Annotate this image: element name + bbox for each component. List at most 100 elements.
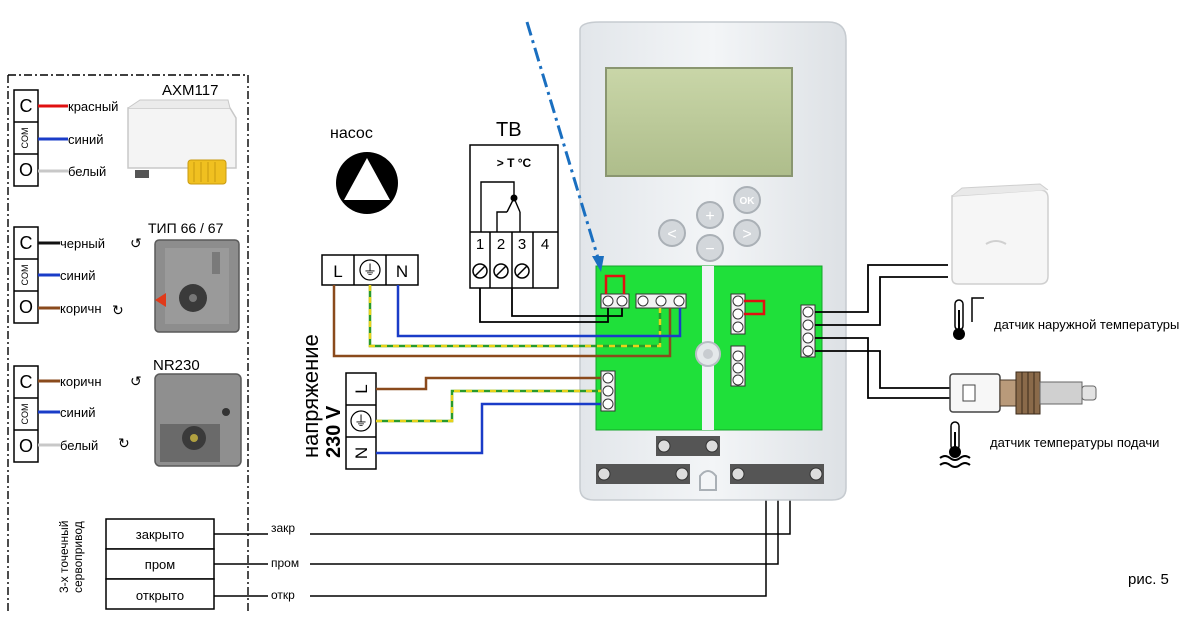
supply-sensor: датчик температуры подачи	[939, 371, 1159, 468]
pump-wires	[332, 285, 682, 358]
right-button-label: >	[742, 226, 751, 243]
board-bottom-plate	[656, 436, 720, 456]
servo-box-open	[105, 578, 215, 610]
nr230-wire-label-2: синий	[60, 405, 95, 420]
nr230-terminal-com: COM	[20, 404, 30, 425]
cable-clamp-right	[730, 464, 824, 484]
supply-wire-earth	[376, 389, 601, 423]
mount-slot	[699, 470, 717, 491]
axm117-wire-label-1: красный	[68, 99, 118, 114]
axm117-terminal-o: O	[19, 160, 33, 180]
tip-terminal-c: C	[20, 233, 33, 253]
pump-label: насос	[330, 125, 373, 142]
servo-line-label-closed: закр	[271, 521, 295, 535]
tb-threshold: > T °C	[497, 156, 532, 170]
plus-button-label: +	[705, 208, 714, 225]
tb-terminal-2: 2	[497, 236, 505, 253]
tip-wire-label-2: синий	[60, 268, 95, 283]
pump-strip-l: L	[333, 262, 342, 281]
outdoor-sensor-label: датчик наружной температуры	[994, 317, 1179, 332]
supply-sensor-label: датчик температуры подачи	[990, 435, 1159, 450]
nr230-terminal-o: O	[19, 436, 33, 456]
board-terminals	[600, 293, 816, 412]
tb-wire-3	[511, 288, 623, 317]
tb-terminal-1: 1	[476, 236, 484, 253]
tip-actuator-image	[154, 239, 240, 333]
pump-wire-earth	[368, 285, 662, 348]
ok-button-label: OK	[740, 196, 756, 207]
pump-wire-brown	[332, 285, 672, 358]
plus-button[interactable]	[696, 201, 724, 229]
supply-label-line1: напряжение	[298, 334, 323, 458]
axm117-wire-label-3: белый	[68, 164, 106, 179]
pump-strip-n: N	[396, 262, 408, 281]
actuator-frame	[7, 74, 249, 612]
sensor-wires	[815, 264, 950, 399]
axm117-actuator-image	[127, 99, 237, 185]
servo-box-label-closed: закрыто	[136, 527, 185, 542]
controller-lcd	[605, 67, 793, 177]
thermometer-outdoor-icon	[953, 297, 984, 340]
tb-wire-1	[479, 288, 609, 323]
tb-box	[469, 144, 559, 289]
thermometer-water-icon	[939, 421, 971, 468]
jumper-red-1	[604, 274, 626, 294]
right-button[interactable]	[733, 219, 761, 247]
cable-clamp-left	[596, 464, 690, 484]
nr230-rotate-cw-icon: ↻	[118, 435, 130, 451]
pump-power-strip: L ⏚ N	[321, 254, 419, 286]
left-button[interactable]	[658, 219, 686, 247]
servo-box-label-mid: пром	[145, 557, 175, 572]
servo-box-label-open: открыто	[136, 588, 184, 603]
servo-vertical-label-2: сервопривод	[71, 521, 85, 593]
nr230-title: NR230	[153, 357, 200, 374]
thermostat-tb: ТВ > T °C 1 2 3 4	[469, 119, 559, 289]
actuator-nr230: C COM O коричн синий белый ↺ ↻ NR230	[13, 357, 242, 467]
supply-230v: напряжение 230 V L ⏚ N	[298, 334, 601, 470]
jumper-red-2	[744, 299, 766, 316]
axm117-terminal-com: COM	[20, 128, 30, 149]
indicator-arrow	[525, 21, 604, 272]
tb-terminal-4: 4	[541, 236, 549, 253]
servo-line-label-mid: пром	[271, 556, 299, 570]
tb-title: ТВ	[496, 119, 522, 141]
tip-wire-label-1: черный	[60, 236, 105, 251]
tip-terminal-o: O	[19, 297, 33, 317]
supply-terminal-earth: ⏚	[354, 413, 368, 429]
nr230-wire-label-1: коричн	[60, 374, 102, 389]
supply-earth-icon	[350, 410, 372, 432]
controller-buttons: < + − > OK	[658, 186, 761, 262]
axm117-terminal-c: C	[20, 96, 33, 116]
supply-terminal-n: N	[352, 447, 371, 459]
pump-strip-earth-icon	[359, 259, 381, 281]
servo-vertical-label-1: 3-х точечный	[57, 520, 71, 593]
supply-wire-blue	[376, 402, 601, 455]
servo-box-closed	[105, 518, 215, 550]
tip-title: ТИП 66 / 67	[148, 220, 224, 236]
nr230-terminal-block	[13, 365, 39, 463]
supply-sensor-image	[949, 371, 1097, 415]
controller: < + − > OK	[579, 21, 847, 501]
left-button-label: <	[667, 226, 676, 243]
tb-terminal-3: 3	[518, 236, 526, 253]
minus-button-label: −	[705, 241, 714, 258]
nr230-terminal-c: C	[20, 372, 33, 392]
supply-terminal-l: L	[352, 384, 371, 393]
ok-button[interactable]	[733, 186, 761, 214]
tip-terminal-com: COM	[20, 265, 30, 286]
figure-label: рис. 5	[1128, 571, 1169, 588]
actuator-axm117: C COM O красный синий белый AXM117	[13, 82, 237, 187]
minus-button[interactable]	[696, 234, 724, 262]
actuator-tip66: C COM O черный синий коричн ↺ ↻ ТИП 66 /…	[13, 220, 240, 333]
tip-wire-label-3: коричн	[60, 301, 102, 316]
pump-wire-blue	[396, 285, 682, 338]
outdoor-sensor: датчик наружной температуры	[951, 183, 1179, 340]
pump: насос	[330, 125, 398, 214]
supply-wire-brown	[376, 376, 601, 391]
tip-rotate-ccw-icon: ↺	[130, 235, 142, 251]
nr230-actuator-image	[154, 373, 242, 467]
servo-line-label-open: откр	[271, 588, 295, 602]
axm117-title: AXM117	[162, 82, 218, 99]
